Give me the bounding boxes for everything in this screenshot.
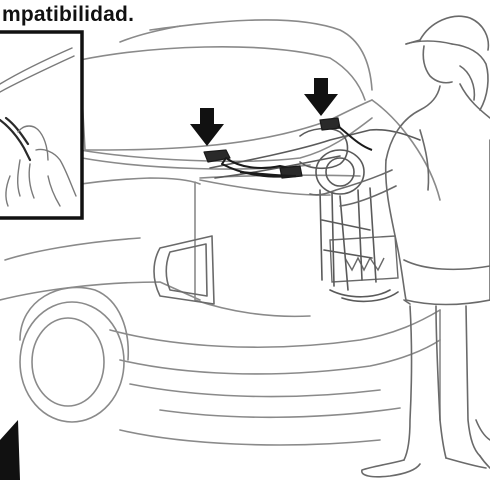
bike-rack <box>210 129 420 302</box>
license-plate <box>330 236 398 282</box>
page-heading: mpatibilidad. <box>0 0 134 30</box>
hand-detail-inset <box>0 32 82 218</box>
corner-wedge <box>0 420 20 480</box>
down-arrow-left <box>190 108 224 146</box>
down-arrow-right <box>304 78 338 116</box>
tail-light <box>154 236 214 304</box>
